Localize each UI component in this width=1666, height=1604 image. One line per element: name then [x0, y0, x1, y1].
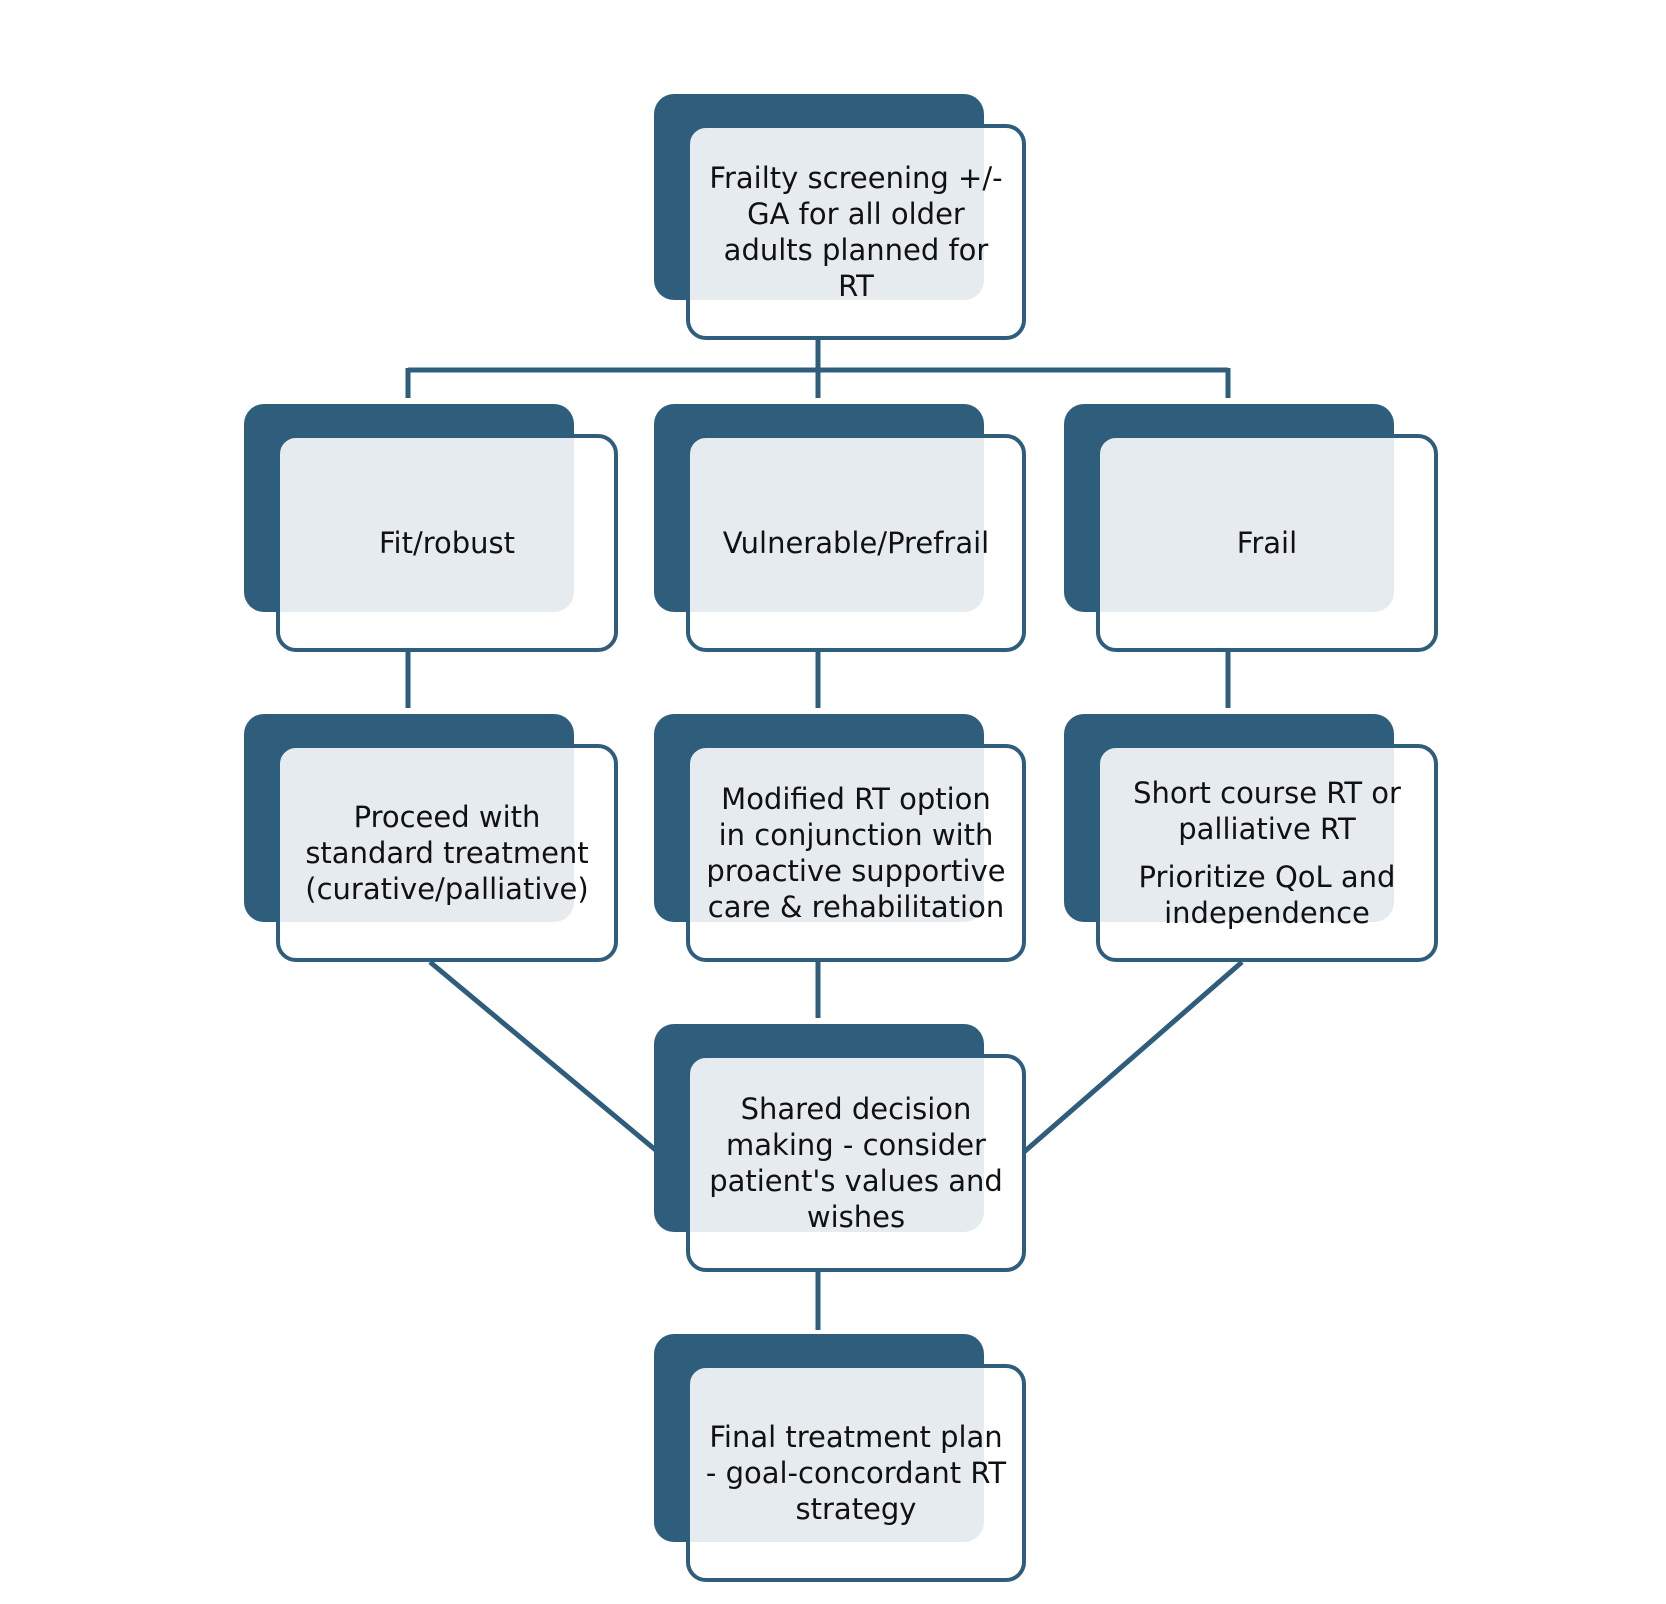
node-card: Frailty screening +/- GA for all older a… — [686, 124, 1026, 340]
node-card: Proceed with standard treatment (curativ… — [276, 744, 618, 962]
node-card: Modified RT option in conjunction with p… — [686, 744, 1026, 962]
node-card: Vulnerable/Prefrail — [686, 434, 1026, 652]
node-label: Vulnerable/Prefrail — [722, 526, 990, 560]
node-label: Frail — [1236, 526, 1298, 560]
node-card: Short course RT or palliative RT Priorit… — [1096, 744, 1438, 962]
node-label: Modified RT option in conjunction with p… — [706, 782, 1006, 924]
node-label-line2: Prioritize QoL and independence — [1138, 860, 1396, 930]
node-label: Proceed with standard treatment (curativ… — [305, 800, 589, 906]
node-card: Final treatment plan - goal-concordant R… — [686, 1364, 1026, 1582]
node-label: Fit/robust — [378, 526, 516, 560]
node-card: Frail — [1096, 434, 1438, 652]
node-card: Fit/robust — [276, 434, 618, 652]
connector-standard-to-shared — [428, 960, 660, 1154]
node-label: Shared decision making - consider patien… — [709, 1092, 1003, 1234]
connector-short-course-to-shared — [1022, 960, 1244, 1154]
node-label: Frailty screening +/- GA for all older a… — [709, 161, 1003, 303]
node-card: Shared decision making - consider patien… — [686, 1054, 1026, 1272]
node-label: Final treatment plan - goal-concordant R… — [705, 1420, 1007, 1526]
node-label-line1: Short course RT or palliative RT — [1133, 776, 1401, 846]
